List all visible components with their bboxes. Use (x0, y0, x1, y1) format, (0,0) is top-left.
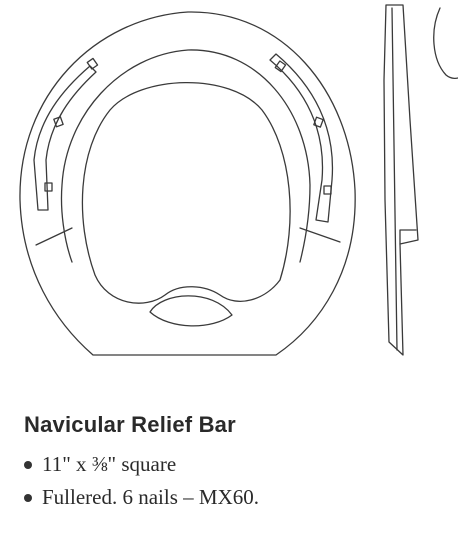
side-profile-inner-line (391, 7, 398, 351)
nail-hole (313, 116, 324, 128)
horseshoe-outer-rim (19, 11, 356, 356)
spec-item: 11" x ⅜" square (24, 448, 444, 481)
side-profile-outline (383, 4, 419, 356)
nail-hole (274, 60, 287, 73)
nail-hole (53, 116, 64, 128)
horseshoe-side-profile (383, 4, 458, 356)
nail-hole (323, 185, 332, 195)
caption: Navicular Relief Bar 11" x ⅜" square Ful… (24, 412, 444, 514)
spec-text: 11" x ⅜" square (42, 452, 177, 476)
side-profile-step (399, 229, 417, 245)
spec-text: Fullered. 6 nails – MX60. (42, 485, 259, 509)
spec-list: 11" x ⅜" square Fullered. 6 nails – MX60… (24, 448, 444, 514)
horseshoe-inner-edge (60, 49, 311, 263)
frog-oval (81, 81, 291, 304)
heel-line-right (299, 227, 341, 243)
nail-hole (44, 182, 53, 192)
bullet-icon (24, 461, 32, 469)
bullet-icon (24, 494, 32, 502)
fuller-groove-right (269, 53, 334, 223)
horseshoe-diagram (19, 4, 458, 356)
nail-hole (86, 57, 99, 70)
horseshoe-top-view (19, 11, 356, 356)
heel-line-left (35, 227, 73, 246)
spec-item: Fullered. 6 nails – MX60. (24, 481, 444, 514)
fuller-groove-left (33, 65, 97, 211)
diagram-title: Navicular Relief Bar (24, 412, 236, 437)
curl-ornament (433, 7, 458, 80)
relief-bump (149, 295, 233, 327)
